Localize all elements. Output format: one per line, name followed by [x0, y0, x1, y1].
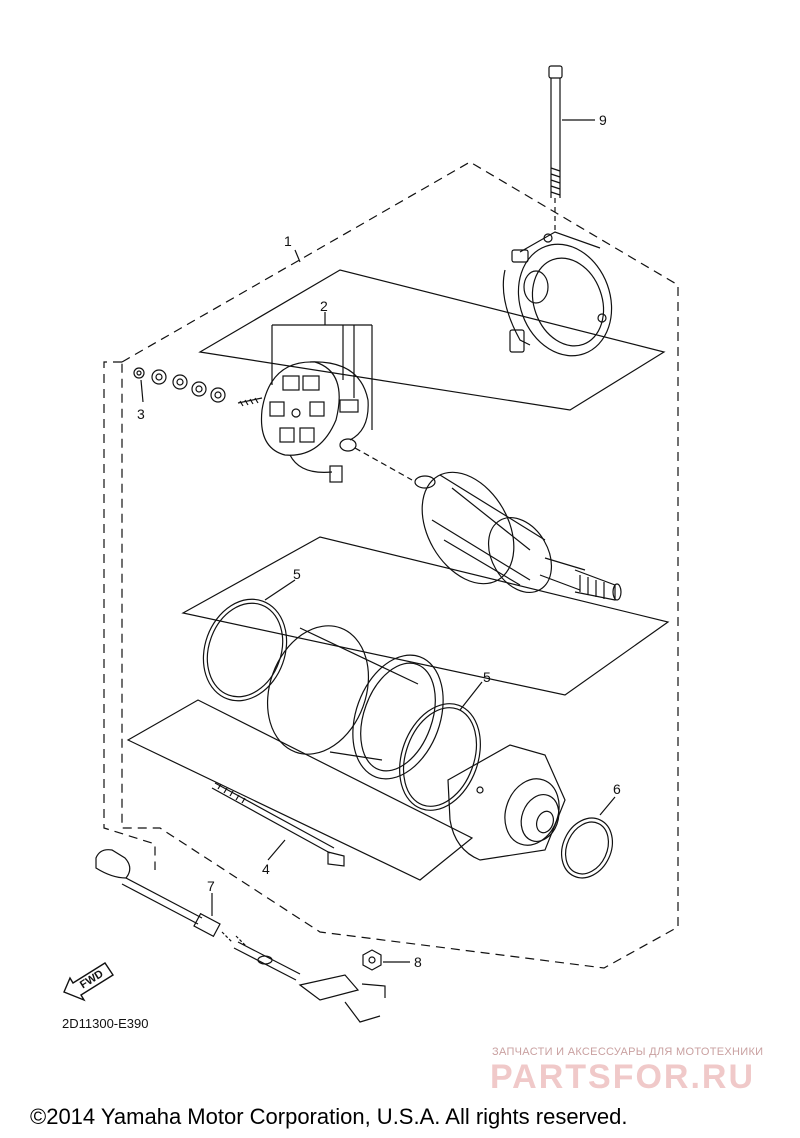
- fwd-arrow-icon: [63, 962, 114, 1002]
- brush-holder: [237, 361, 369, 483]
- callout-2: 2: [320, 298, 328, 314]
- assembly-leader: [294, 249, 301, 263]
- callout-3: 3: [137, 406, 145, 422]
- watermark-tagline: ЗАПЧАСТИ И АКСЕССУАРЫ ДЛЯ МОТОТЕХНИКИ: [492, 1046, 764, 1058]
- callout-7: 7: [207, 878, 215, 894]
- end-cover: [502, 231, 613, 357]
- brush-holder-leader: [271, 312, 373, 430]
- o-ring-rear: [399, 681, 483, 811]
- lead-wire: [95, 849, 386, 1023]
- o-ring-small: [561, 796, 616, 879]
- front-cover: [447, 744, 566, 861]
- nut: [362, 949, 410, 971]
- watermark-logo: PARTSFOR.RU: [490, 1058, 756, 1096]
- through-bolt: [211, 782, 345, 867]
- callout-9: 9: [599, 112, 607, 128]
- diagram-code: 2D11300-E390: [62, 1016, 149, 1031]
- callout-6: 6: [613, 781, 621, 797]
- callout-5-front: 5: [293, 566, 301, 582]
- callout-5-rear: 5: [483, 669, 491, 685]
- armature: [354, 447, 622, 601]
- assembly-boundary: [121, 161, 679, 969]
- washer-set: [133, 367, 226, 403]
- callout-8: 8: [414, 954, 422, 970]
- end-cover-panel: [198, 269, 666, 411]
- brush-armature-panel: [181, 536, 670, 696]
- yoke: [266, 625, 444, 780]
- copyright-notice: ©2014 Yamaha Motor Corporation, U.S.A. A…: [30, 1104, 628, 1129]
- long-bolt: [548, 65, 595, 232]
- harness-leader-line: [103, 361, 156, 870]
- callout-4: 4: [262, 861, 270, 877]
- yoke-panel: [126, 699, 474, 881]
- callout-1: 1: [284, 233, 292, 249]
- o-ring-front: [202, 579, 296, 702]
